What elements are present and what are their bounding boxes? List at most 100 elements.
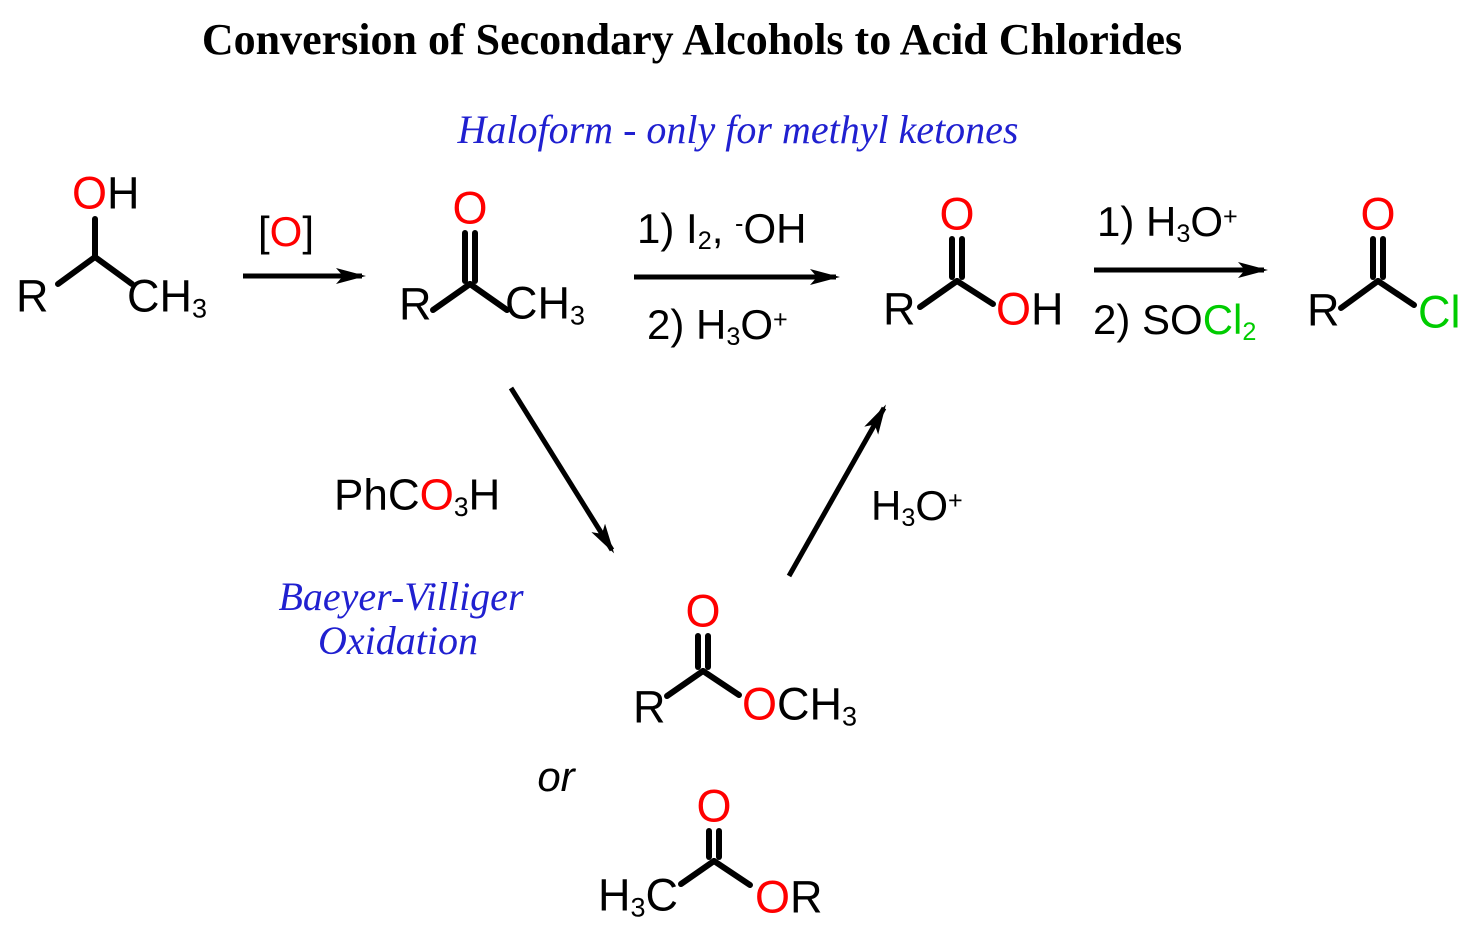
oxygen-atom: O <box>939 188 975 240</box>
hydrogen-atom: H <box>468 470 501 520</box>
superscript-plus: + <box>773 305 788 334</box>
acyl-r-label: R <box>1307 288 1340 333</box>
alkyl-acetate-skeleton <box>678 828 753 888</box>
haloform-note-text: Haloform - only for methyl ketones <box>457 107 1019 152</box>
step1-reagent: 1) H <box>1097 197 1177 245</box>
reaction-name: Oxidation <box>318 618 478 663</box>
or-label: or <box>537 756 574 798</box>
oxygen-atom: O <box>685 585 721 637</box>
bond-c-cl <box>1375 278 1417 308</box>
acyl-carbonyl-oxygen: O <box>1360 192 1395 237</box>
bond-c-ch3 <box>467 281 510 313</box>
superscript-plus: + <box>1223 202 1238 231</box>
bond-c-ch3 <box>678 858 717 887</box>
carboxylic-acid-skeleton <box>917 236 996 310</box>
haloform-step2-label: 2) H3O+ <box>647 300 788 351</box>
hydrogen-atom: H <box>1031 283 1064 335</box>
methyl-ketone-skeleton <box>430 230 510 313</box>
ester-r-label: R <box>633 685 666 730</box>
subscript-2: 2 <box>697 226 712 255</box>
ch-atoms: CH <box>505 277 570 329</box>
ketone-methyl-label: CH3 <box>505 280 585 329</box>
alcohol-r-label: R <box>16 274 49 319</box>
bond-c-r <box>664 668 706 699</box>
r-group: R <box>883 283 916 335</box>
alcohol-methyl-label: CH3 <box>127 273 207 322</box>
r-group: R <box>1307 284 1340 336</box>
subscript-3: 3 <box>192 293 208 324</box>
secondary-alcohol-skeleton <box>55 216 135 287</box>
oxygen-atom: O <box>1360 188 1396 240</box>
page-title: Conversion of Secondary Alcohols to Acid… <box>202 18 1182 62</box>
oxygen-atom: O <box>419 470 454 520</box>
acetate-methyl-label: H3C <box>598 872 678 921</box>
acetate-alkoxy-label: OR <box>755 875 823 920</box>
r-group: R <box>16 270 49 322</box>
reaction-name: Baeyer-Villiger <box>278 574 524 619</box>
chlorine-atoms: Cl <box>1202 295 1243 343</box>
methyl-ester-skeleton <box>664 633 742 699</box>
separator: , <box>711 204 736 252</box>
acid-chloride-skeleton <box>1338 236 1417 311</box>
superscript-minus: - <box>735 209 744 238</box>
oxygen-atom: O <box>755 871 791 923</box>
acetate-carbonyl-oxygen: O <box>696 784 731 829</box>
baeyer-villiger-name-line2: Oxidation <box>318 621 478 661</box>
subscript-3: 3 <box>630 892 646 923</box>
bond-c-oh <box>954 278 996 307</box>
oxygen-atom: O <box>915 481 949 529</box>
hydrogen-atom: H <box>107 167 140 219</box>
bracket-open: [ <box>258 208 270 255</box>
haloform-note: Haloform - only for methyl ketones <box>458 110 1019 150</box>
r-group: R <box>399 278 432 330</box>
acid-r-label: R <box>883 287 916 332</box>
bond-c-ome <box>700 668 742 698</box>
oxygen-atom: O <box>742 678 778 730</box>
oxygen-atom: O <box>996 283 1032 335</box>
oxygen-atom: O <box>1190 197 1224 245</box>
oxidant-label: [O] <box>258 211 314 253</box>
subscript-3: 3 <box>901 503 916 532</box>
bracket-close: ] <box>302 208 315 255</box>
acid-carbonyl-oxygen: O <box>939 192 974 237</box>
chlorine-atom: Cl <box>1418 286 1461 338</box>
baeyer-villiger-name-line1: Baeyer-Villiger <box>278 577 523 617</box>
chlorination-step2-label: 2) SOCl2 <box>1093 295 1257 346</box>
ketone-r-label: R <box>399 282 432 327</box>
haloform-step1-label: 1) I2, -OH <box>637 204 807 255</box>
acid-hydroxyl-label: OH <box>996 287 1064 332</box>
subscript-3: 3 <box>726 322 741 351</box>
ester-hydrolysis-arrow <box>786 404 887 578</box>
or-text: or <box>537 753 575 800</box>
chlorination-step1-label: 1) H3O+ <box>1097 197 1238 248</box>
oxygen-atom: O <box>269 208 303 255</box>
r-group: R <box>633 681 666 733</box>
bond-c-r <box>55 254 98 287</box>
r-group: R <box>790 871 823 923</box>
subscript-3: 3 <box>1176 219 1191 248</box>
carbon-atom: C <box>645 869 679 921</box>
hydroxide: OH <box>743 204 807 252</box>
subscript-3: 3 <box>453 491 469 522</box>
step2-reagent: 2) SO <box>1093 295 1203 343</box>
baeyer-villiger-arrow <box>508 386 615 554</box>
subscript-3: 3 <box>570 300 586 331</box>
subscript-3: 3 <box>842 701 858 732</box>
subscript-2: 2 <box>1242 317 1257 346</box>
step1-reagent: 1) I <box>637 204 698 252</box>
ch-atoms: CH <box>777 678 843 730</box>
ester-methoxy-label: OCH3 <box>742 681 857 730</box>
ketone-carbonyl-oxygen: O <box>452 186 487 231</box>
title-text: Conversion of Secondary Alcohols to Acid… <box>201 15 1183 64</box>
bond-c-r <box>1338 278 1381 311</box>
oxygen-atom: O <box>72 167 108 219</box>
hydrogen-atom: H <box>598 869 631 921</box>
acyl-chlorine-label: Cl <box>1418 290 1461 335</box>
ch-atoms: CH <box>127 270 192 322</box>
step2-reagent: 2) H <box>647 300 727 348</box>
superscript-plus: + <box>948 486 963 515</box>
bond-c-ch3 <box>92 254 135 287</box>
oxygen-atom: O <box>696 780 732 832</box>
peracid-reagent-label: PhCO3H <box>334 470 501 522</box>
